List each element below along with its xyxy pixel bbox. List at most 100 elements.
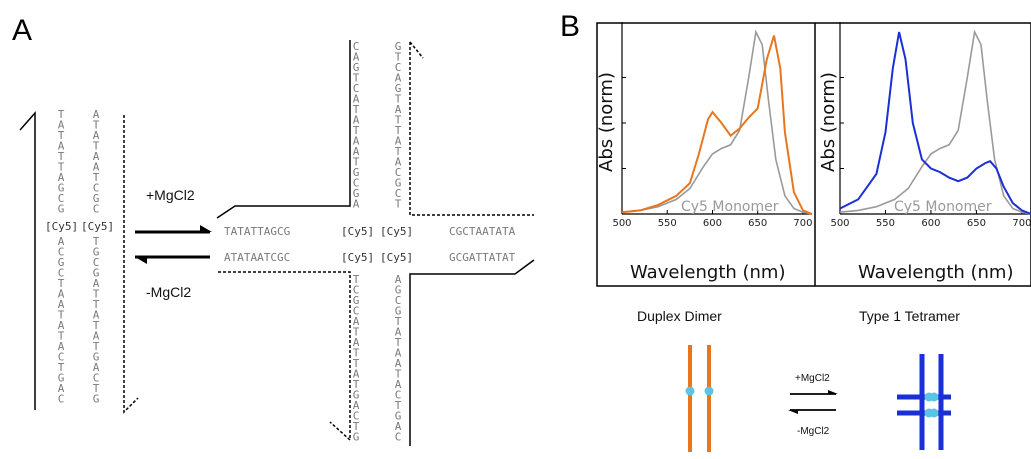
svg-text:G: G xyxy=(58,203,65,216)
svg-text:A: A xyxy=(353,114,360,127)
svg-text:A: A xyxy=(93,161,100,174)
svg-text:C: C xyxy=(93,256,100,269)
svg-text:T: T xyxy=(58,309,65,322)
horiz-top-right-seq: CGCTAATATA xyxy=(449,225,516,238)
schematic-reverse-label: -MgCl2 xyxy=(797,426,830,437)
monomer-spectrum-line xyxy=(839,29,1031,215)
svg-text:C: C xyxy=(58,246,65,259)
svg-text:A: A xyxy=(353,135,360,148)
svg-text:T: T xyxy=(93,119,100,132)
svg-text:A: A xyxy=(58,140,65,153)
svg-text:T: T xyxy=(353,124,360,137)
horiz-bot-right-seq: GCGATTATAT xyxy=(449,251,516,264)
tetramer-line-lower-left xyxy=(218,271,351,442)
svg-text:T: T xyxy=(395,315,402,328)
svg-text:A: A xyxy=(58,288,65,301)
svg-text:G: G xyxy=(353,187,360,200)
svg-text:A: A xyxy=(93,361,100,374)
dimer-sequences: TATATTAGCGATATAATCGCACGCTAATATACTGACTGCG… xyxy=(58,108,100,406)
panel-b-letter: B xyxy=(560,10,580,43)
svg-text:T: T xyxy=(93,171,100,184)
svg-text:T: T xyxy=(93,288,100,301)
svg-text:C: C xyxy=(93,182,100,195)
svg-text:A: A xyxy=(395,135,402,148)
horiz-top-left-seq: TATATTAGCG xyxy=(224,225,290,238)
svg-text:T: T xyxy=(353,347,360,360)
svg-text:A: A xyxy=(395,156,402,169)
svg-text:G: G xyxy=(58,372,65,385)
svg-text:A: A xyxy=(395,326,402,339)
left-strand-2-top: ATATAATCGC xyxy=(93,108,100,216)
svg-text:T: T xyxy=(395,336,402,349)
sample-spectrum-line xyxy=(839,31,1031,215)
tetramer-sequences: CAGTCATATAATGCGAGTCAGTATTATACGCTTCGCATAT… xyxy=(353,40,402,444)
svg-text:A: A xyxy=(58,382,65,395)
forward-arrow-head xyxy=(200,225,212,232)
monomer-spectrum-line xyxy=(621,29,813,215)
svg-text:A: A xyxy=(58,171,65,184)
svg-text:T: T xyxy=(58,129,65,142)
x-tick-label: 700 xyxy=(1012,218,1031,229)
svg-text:G: G xyxy=(395,177,402,190)
svg-text:C: C xyxy=(353,40,360,53)
cy5-t3: [Cy5] xyxy=(341,251,374,264)
schematic-forward-label: +MgCl2 xyxy=(795,373,830,384)
svg-text:C: C xyxy=(58,267,65,280)
svg-text:T: T xyxy=(395,51,402,64)
svg-text:C: C xyxy=(395,294,402,307)
svg-text:A: A xyxy=(58,235,65,248)
svg-text:C: C xyxy=(395,61,402,74)
svg-text:G: G xyxy=(353,389,360,402)
svg-text:G: G xyxy=(353,61,360,74)
svg-text:A: A xyxy=(353,51,360,64)
x-tick-label: 550 xyxy=(876,218,895,229)
svg-text:T: T xyxy=(58,108,65,121)
svg-text:A: A xyxy=(353,315,360,328)
dimer-dye-1 xyxy=(685,386,695,396)
tetramer-label: Type 1 Tetramer xyxy=(859,308,960,324)
svg-text:C: C xyxy=(395,187,402,200)
svg-text:T: T xyxy=(353,420,360,433)
reverse-label: -MgCl2 xyxy=(146,284,191,300)
x-tick-label: 700 xyxy=(793,218,812,229)
svg-text:A: A xyxy=(93,309,100,322)
x-tick-label: 650 xyxy=(967,218,986,229)
dimer-strand-left-line xyxy=(19,111,36,410)
svg-text:T: T xyxy=(58,161,65,174)
spectra-frame xyxy=(596,22,1031,287)
svg-text:T: T xyxy=(58,150,65,163)
svg-text:C: C xyxy=(395,389,402,402)
x-axis-title-1: Wavelength (nm) xyxy=(630,262,786,283)
svg-text:G: G xyxy=(353,294,360,307)
svg-text:T: T xyxy=(353,72,360,85)
svg-text:T: T xyxy=(93,319,100,332)
svg-text:A: A xyxy=(353,145,360,158)
cy5-t1: [Cy5] xyxy=(341,225,374,238)
tetramer-tail-upper-right xyxy=(409,41,424,59)
svg-text:G: G xyxy=(353,431,360,444)
sample-spectrum-line xyxy=(621,35,813,215)
svg-text:A: A xyxy=(353,198,360,211)
left-strand-1-top: TATATTAGCG xyxy=(58,108,65,216)
x-tick-label: 600 xyxy=(921,218,940,229)
svg-text:G: G xyxy=(395,82,402,95)
svg-text:A: A xyxy=(395,103,402,116)
svg-text:C: C xyxy=(58,192,65,205)
x-tick-label: 600 xyxy=(703,218,722,229)
svg-text:C: C xyxy=(58,393,65,406)
y-axis-title-2: Abs (norm) xyxy=(818,72,839,172)
tetramer-line-upper-left xyxy=(216,40,351,219)
svg-text:A: A xyxy=(395,420,402,433)
svg-text:G: G xyxy=(353,166,360,179)
svg-text:A: A xyxy=(58,319,65,332)
svg-text:C: C xyxy=(353,410,360,423)
horiz-bot-left-seq: ATATAATCGC xyxy=(224,251,290,264)
svg-text:A: A xyxy=(353,368,360,381)
svg-text:G: G xyxy=(395,40,402,53)
